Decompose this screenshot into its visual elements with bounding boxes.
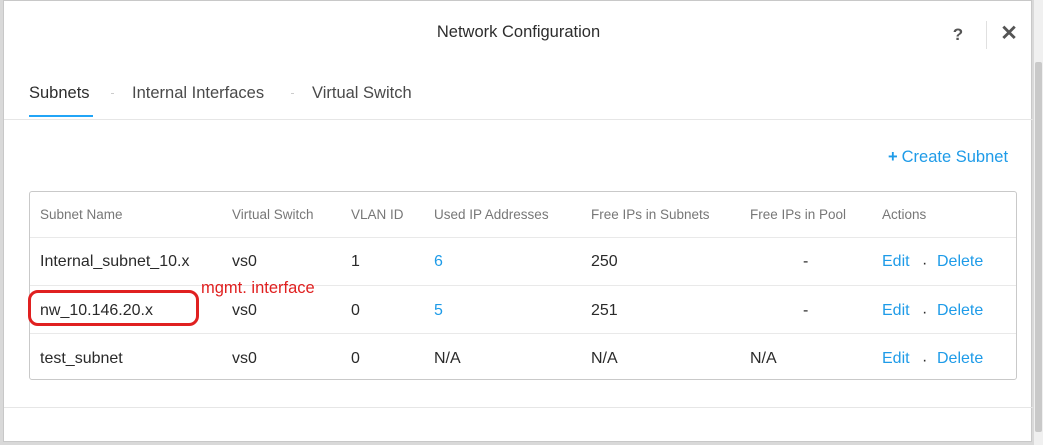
free-ips-pool-cell: N/A	[750, 350, 777, 367]
subnet-name-cell: Internal_subnet_10.x	[40, 253, 190, 270]
close-icon[interactable]: ✕	[1000, 22, 1018, 45]
scrollbar-thumb[interactable]	[1035, 62, 1042, 432]
free-ips-pool-cell: -	[803, 253, 809, 270]
delete-link[interactable]: Delete	[937, 302, 984, 319]
column-header-free-ips-in-pool[interactable]: Free IPs in Pool	[750, 207, 847, 222]
active-tab-indicator	[29, 115, 93, 117]
virtual-switch-cell: vs0	[232, 253, 257, 270]
used-ip-addresses-link[interactable]: 5	[434, 302, 443, 319]
table-row: test_subnet vs0 0 N/A N/A N/A Edit · Del…	[30, 335, 1016, 379]
action-separator: ·	[922, 304, 928, 321]
column-header-virtual-switch[interactable]: Virtual Switch	[232, 207, 314, 222]
action-separator: ·	[922, 352, 928, 369]
table-row: Internal_subnet_10.x vs0 1 6 250 - Edit …	[30, 238, 1016, 286]
plus-icon: +	[888, 148, 898, 166]
vlan-id-cell: 0	[351, 350, 360, 367]
subnet-name-cell: nw_10.146.20.x	[40, 302, 153, 319]
delete-link[interactable]: Delete	[937, 253, 984, 270]
subnets-table: Subnet Name Virtual Switch VLAN ID Used …	[29, 191, 1017, 380]
annotation-label: mgmt. interface	[201, 279, 315, 297]
free-ips-subnets-cell: 250	[591, 253, 618, 270]
create-subnet-label: Create Subnet	[901, 148, 1009, 166]
network-configuration-dialog: Network Configuration ? ✕ Subnets Intern…	[3, 0, 1033, 442]
column-header-subnet-name[interactable]: Subnet Name	[40, 207, 123, 222]
tab-subnets-label: Subnets	[29, 84, 90, 102]
tab-separator	[111, 93, 114, 94]
header-divider	[986, 21, 987, 49]
edit-link[interactable]: Edit	[882, 350, 910, 367]
tab-internal-interfaces[interactable]: Internal Interfaces	[132, 84, 264, 103]
dialog-title: Network Configuration	[436, 23, 601, 41]
create-subnet-button[interactable]: +Create Subnet	[888, 148, 1008, 167]
edit-link[interactable]: Edit	[882, 253, 910, 270]
used-ip-addresses-cell: N/A	[434, 350, 461, 367]
scrollbar[interactable]	[1034, 0, 1043, 445]
tab-virtual-switch[interactable]: Virtual Switch	[312, 84, 412, 103]
footer-divider	[4, 407, 1033, 408]
tab-internal-interfaces-label: Internal Interfaces	[132, 84, 265, 102]
column-header-vlan-id[interactable]: VLAN ID	[351, 207, 404, 222]
subnet-name-cell: test_subnet	[40, 350, 123, 367]
column-header-actions: Actions	[882, 207, 927, 222]
tab-subnets[interactable]: Subnets	[29, 84, 93, 117]
tab-virtual-switch-label: Virtual Switch	[312, 84, 412, 102]
annotation-highlight-oval	[28, 290, 199, 326]
column-header-used-ip-addresses[interactable]: Used IP Addresses	[434, 207, 549, 222]
free-ips-subnets-cell: 251	[591, 302, 618, 319]
row-divider	[30, 237, 1016, 238]
vlan-id-cell: 1	[351, 253, 360, 270]
tab-separator	[291, 93, 294, 94]
used-ip-addresses-link[interactable]: 6	[434, 253, 443, 270]
row-divider	[30, 285, 1016, 286]
free-ips-pool-cell: -	[803, 302, 809, 319]
help-icon[interactable]: ?	[952, 25, 964, 44]
row-divider	[30, 333, 1016, 334]
column-header-free-ips-in-subnets[interactable]: Free IPs in Subnets	[591, 207, 710, 222]
delete-link[interactable]: Delete	[937, 350, 984, 367]
virtual-switch-cell: vs0	[232, 350, 257, 367]
virtual-switch-cell: vs0	[232, 302, 257, 319]
tabs-divider	[4, 119, 1033, 120]
vlan-id-cell: 0	[351, 302, 360, 319]
table-row: nw_10.146.20.x vs0 0 5 251 - Edit · Dele…	[30, 287, 1016, 335]
edit-link[interactable]: Edit	[882, 302, 910, 319]
action-separator: ·	[922, 255, 928, 272]
free-ips-subnets-cell: N/A	[591, 350, 618, 367]
